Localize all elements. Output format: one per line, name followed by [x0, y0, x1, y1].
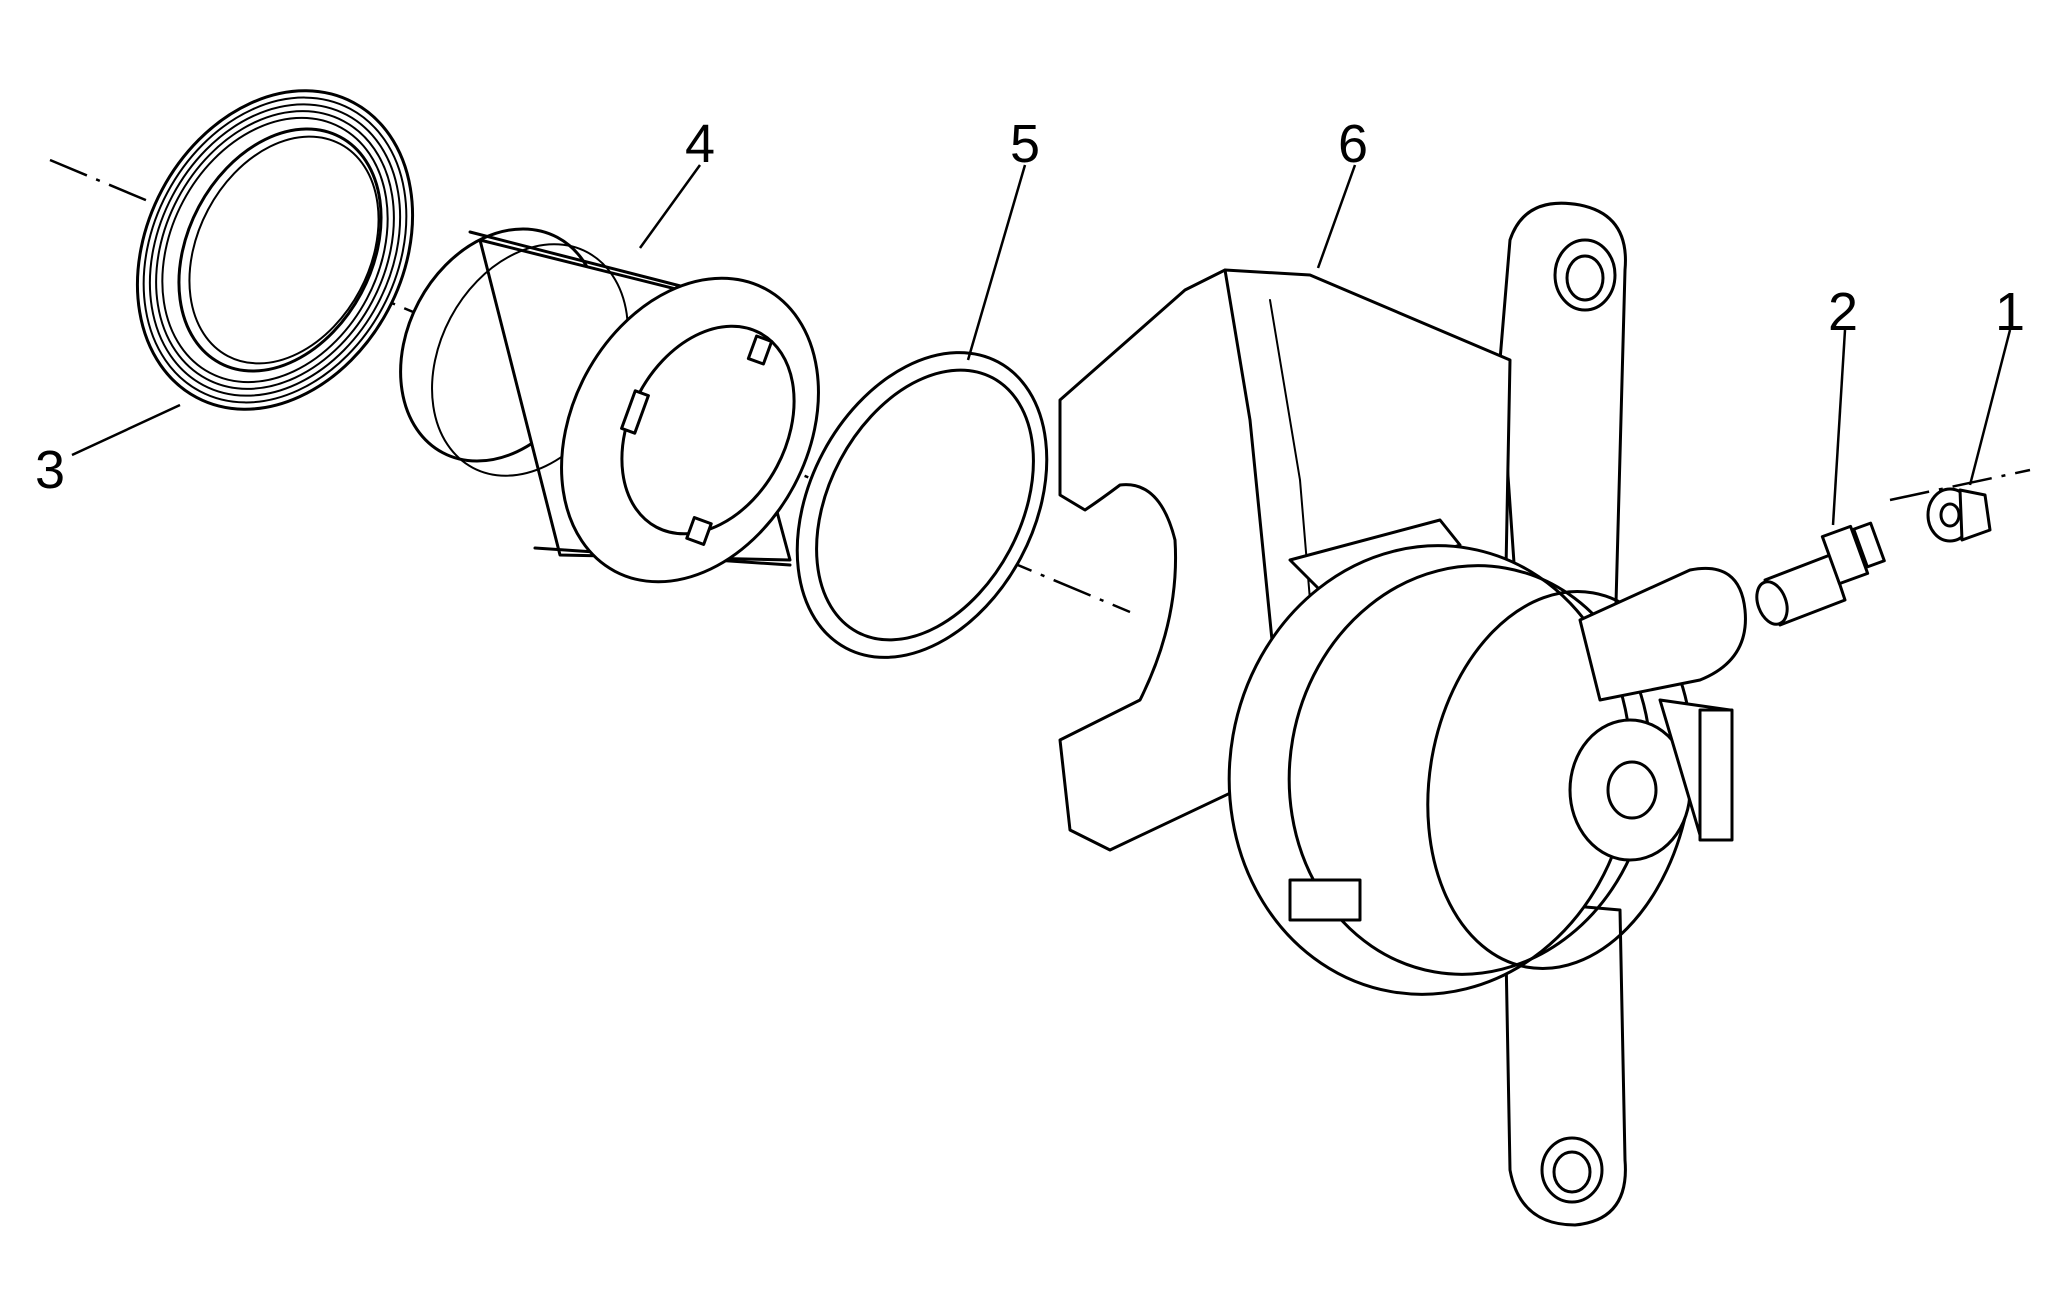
callout-6: 6 — [1338, 114, 1368, 174]
caliper-housing-part — [1058, 201, 1747, 1227]
dust-boot-part — [135, 89, 415, 411]
callout-3: 3 — [35, 440, 65, 500]
callout-1: 1 — [1995, 282, 2025, 342]
piston-part — [399, 227, 820, 584]
bleeder-cap-part — [1926, 487, 1992, 543]
leader-lines — [71, 164, 2012, 526]
callout-2: 2 — [1828, 282, 1858, 342]
callout-5: 5 — [1010, 114, 1040, 174]
callout-4: 4 — [685, 114, 715, 174]
seal-part — [795, 351, 1049, 659]
bleeder-valve-part — [1755, 521, 1886, 627]
callout-labels: 1 2 3 4 5 6 — [35, 114, 2025, 500]
